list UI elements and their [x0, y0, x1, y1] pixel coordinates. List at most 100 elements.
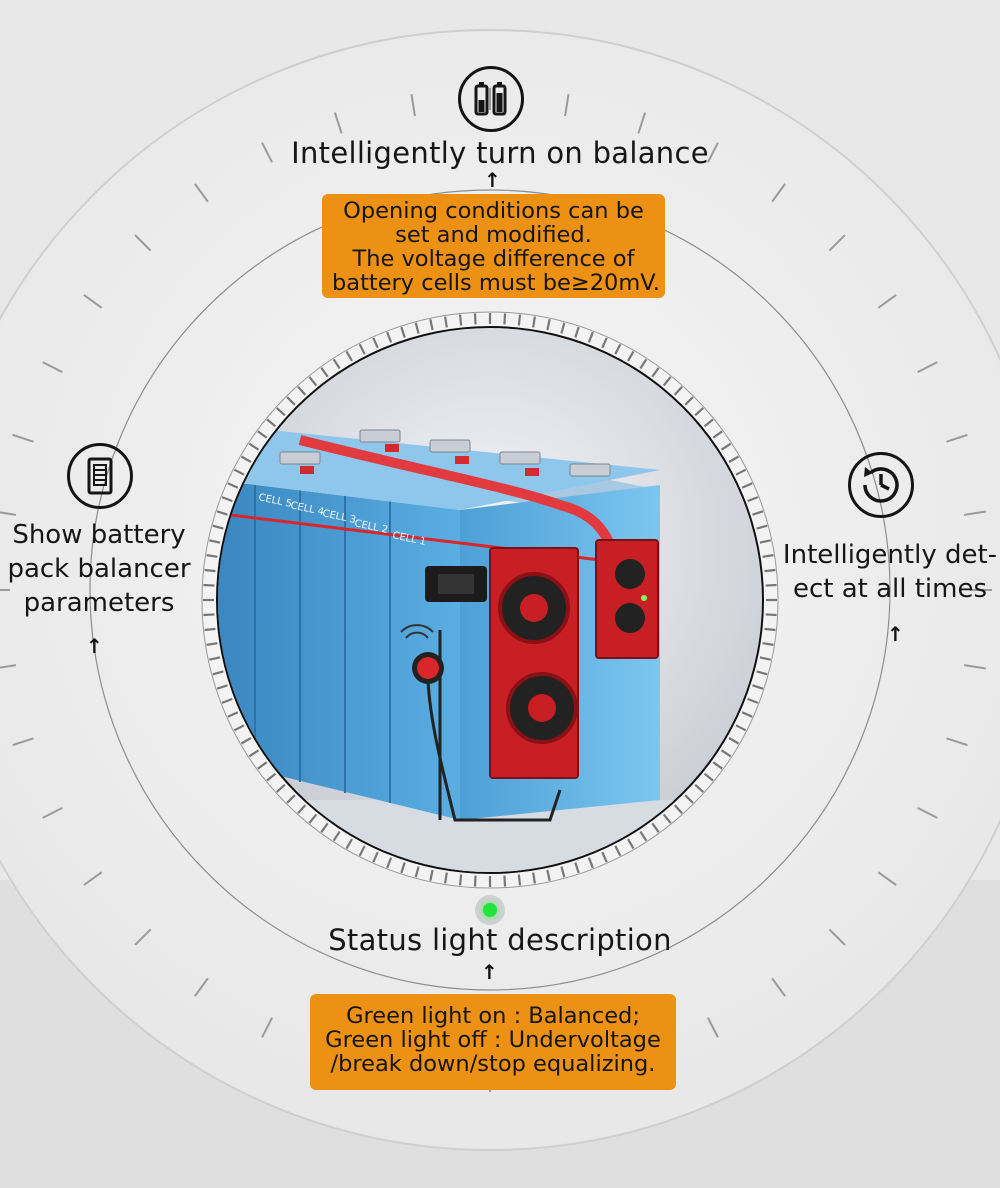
ring-tick — [762, 642, 774, 646]
ring-tick — [227, 482, 239, 489]
ring-tick — [601, 337, 608, 349]
dial-tick — [410, 94, 416, 117]
ring-tick — [574, 862, 580, 874]
ring-tick — [275, 783, 286, 793]
dial-tick — [261, 1017, 273, 1038]
ring-tick — [212, 524, 224, 530]
dial-tick — [12, 433, 34, 443]
ring-tick — [240, 455, 252, 463]
ring-tick — [297, 804, 307, 815]
ring-tick — [308, 376, 318, 387]
ring-tick — [703, 772, 714, 782]
ring-tick — [345, 350, 353, 362]
ring-tick — [694, 407, 705, 417]
ring-tick — [206, 642, 218, 646]
dial-tick — [946, 433, 968, 443]
ring-tick — [651, 822, 660, 833]
ring-tick — [332, 830, 341, 842]
dial-tick — [917, 361, 938, 373]
ring-tick — [765, 613, 777, 617]
ring-tick — [712, 761, 723, 770]
dial-tick — [564, 94, 570, 117]
ring-tick — [662, 813, 672, 824]
status-feature-title: Status light description — [328, 923, 672, 957]
ring-tick — [503, 875, 507, 887]
ring-tick — [560, 866, 566, 878]
ring-tick — [728, 737, 740, 745]
balance-arrow-up: ↑ — [484, 168, 501, 192]
ring-tick — [204, 568, 216, 573]
ring-tick — [458, 314, 463, 326]
ring-tick — [517, 314, 522, 326]
ring-tick — [735, 724, 747, 732]
ring-tick — [587, 857, 594, 869]
ring-tick — [694, 783, 705, 793]
dial-tick — [42, 807, 63, 819]
dial-tick — [261, 142, 273, 163]
detect-arrow-up: ↑ — [887, 622, 904, 646]
ring-tick — [320, 822, 329, 833]
ring-tick — [386, 331, 393, 343]
ring-tick — [684, 396, 694, 406]
display-arrow-up: ↑ — [86, 634, 103, 658]
ring-tick — [286, 396, 296, 406]
dial-tick — [194, 183, 209, 203]
balance-callout: Opening conditions can be set and modifi… — [322, 194, 665, 298]
ring-tick — [209, 656, 221, 661]
status-light-icon — [475, 895, 505, 925]
dial-tick — [828, 234, 846, 252]
ring-tick — [703, 418, 714, 428]
ring-tick — [458, 874, 463, 886]
detect-feature-line-1: Intelligently det- — [782, 540, 998, 570]
ring-tick — [601, 851, 608, 863]
ring-tick — [414, 866, 420, 878]
ring-tick — [673, 385, 683, 396]
ring-tick — [209, 539, 221, 544]
ring-tick — [233, 468, 245, 476]
ring-tick — [473, 875, 477, 887]
dial-tick — [134, 234, 152, 252]
ring-tick — [266, 418, 277, 428]
status-callout-line-2: Green light off : Undervoltage — [325, 1027, 661, 1053]
balance-callout-line-2: set and modified. — [395, 222, 592, 248]
dial-tick — [828, 928, 846, 946]
ring-tick — [414, 322, 420, 334]
balance-feature-title: Intelligently turn on balance — [291, 136, 709, 170]
dial-tick — [877, 294, 897, 309]
ring-tick — [372, 851, 379, 863]
ring-tick — [747, 697, 759, 704]
ring-tick — [240, 737, 252, 745]
ring-tick — [257, 430, 268, 439]
green-led-icon — [483, 903, 497, 917]
ring-tick — [320, 367, 329, 378]
dial-tick — [771, 183, 786, 203]
ring-tick — [747, 496, 759, 503]
status-callout-line-3: /break down/stop equalizing. — [330, 1051, 656, 1077]
ring-tick — [216, 684, 228, 690]
dial-tick — [637, 112, 647, 134]
ring-tick — [473, 313, 477, 325]
dial-tick — [917, 807, 938, 819]
ring-tick — [627, 350, 635, 362]
ring-tick — [546, 319, 551, 331]
ring-tick — [372, 337, 379, 349]
ring-tick — [639, 830, 648, 842]
ring-tick — [759, 656, 771, 661]
dial-tick — [0, 664, 17, 669]
ring-tick — [286, 794, 296, 804]
ring-tick — [297, 385, 307, 396]
ring-tick — [308, 813, 318, 824]
ring-tick — [756, 670, 768, 676]
ring-tick — [429, 869, 434, 881]
ring-tick — [720, 749, 732, 758]
ring-tick — [248, 749, 260, 758]
dial-tick — [134, 928, 152, 946]
dial-tick — [83, 871, 103, 886]
balance-callout-line-4: battery cells must be≥20mV. — [332, 270, 660, 296]
ring-tick — [741, 482, 753, 489]
ring-tick — [560, 322, 566, 334]
ring-tick — [444, 872, 448, 884]
ring-tick — [216, 510, 228, 516]
ring-tick — [587, 331, 594, 343]
ring-tick — [444, 316, 448, 328]
